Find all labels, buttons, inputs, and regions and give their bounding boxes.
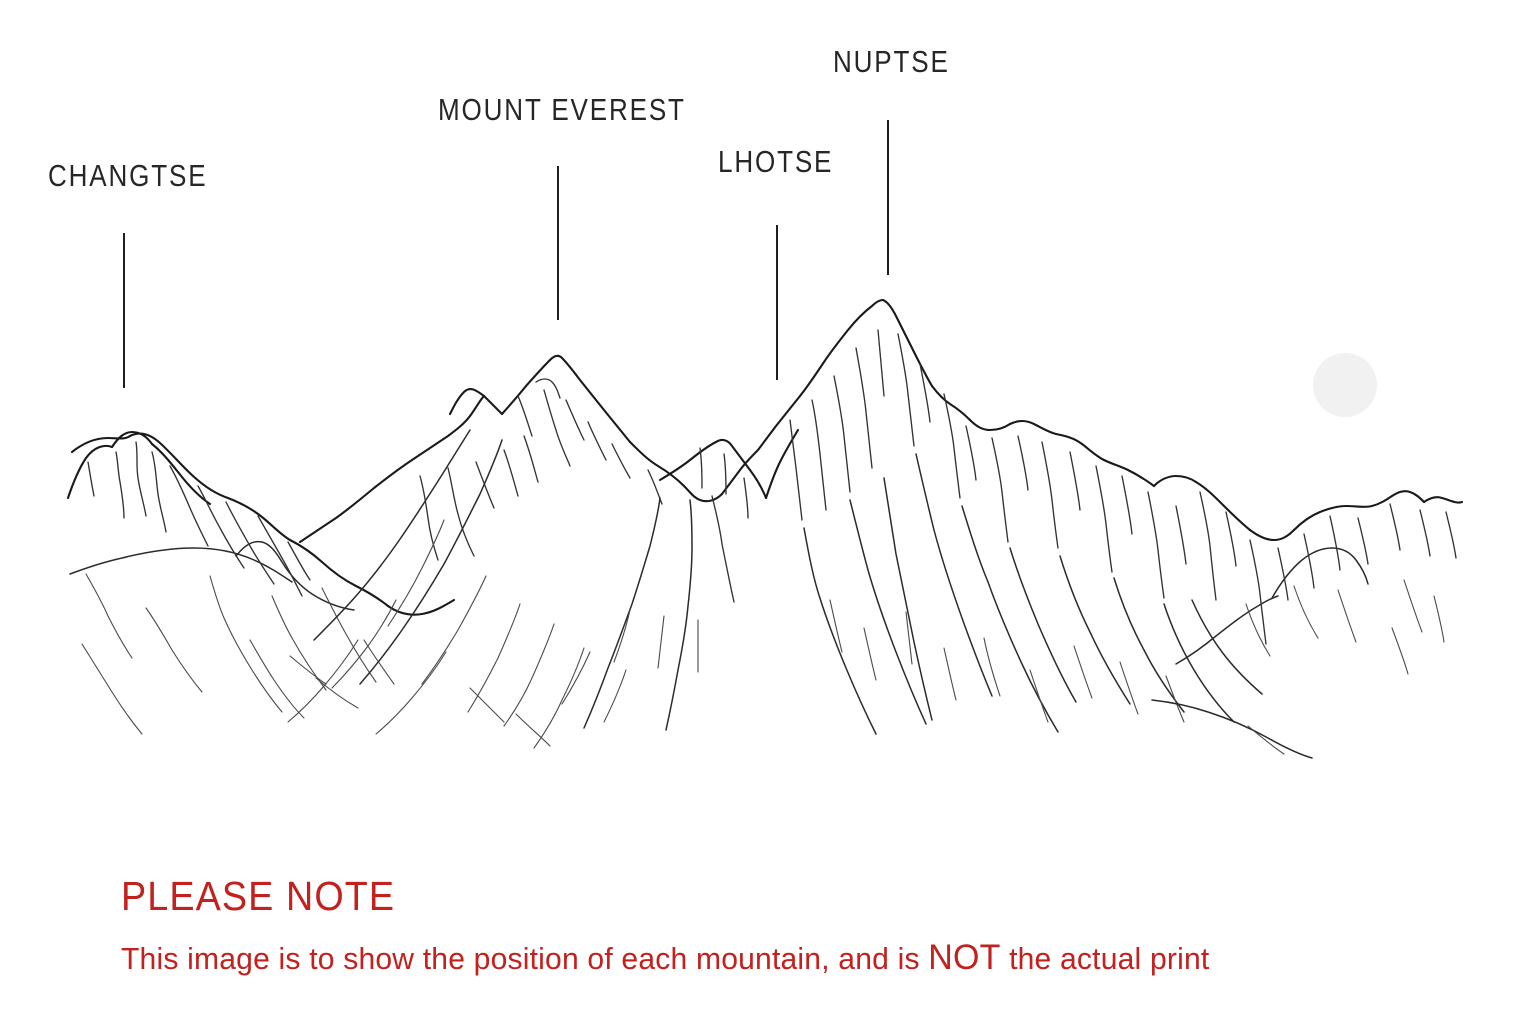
leader-line-changtse — [123, 233, 125, 388]
please-note-block: PLEASE NOTE This image is to show the po… — [121, 873, 1243, 976]
note-body-emphasis: NOT — [928, 938, 1001, 977]
peak-label-mount-everest: MOUNT EVEREST — [438, 92, 686, 127]
watermark-circle — [1313, 353, 1377, 417]
note-body-before: This image is to show the position of ea… — [121, 941, 929, 976]
peak-label-changtse: CHANGTSE — [48, 158, 208, 193]
leader-line-mount-everest — [557, 166, 559, 320]
please-note-body: This image is to show the position of ea… — [121, 940, 1209, 975]
note-body-after: the actual print — [1000, 941, 1210, 976]
leader-line-nuptse — [887, 120, 889, 275]
leader-line-lhotse — [776, 225, 778, 380]
peak-label-nuptse: NUPTSE — [833, 44, 950, 79]
please-note-heading: PLEASE NOTE — [121, 873, 396, 919]
peak-label-lhotse: LHOTSE — [718, 144, 834, 179]
